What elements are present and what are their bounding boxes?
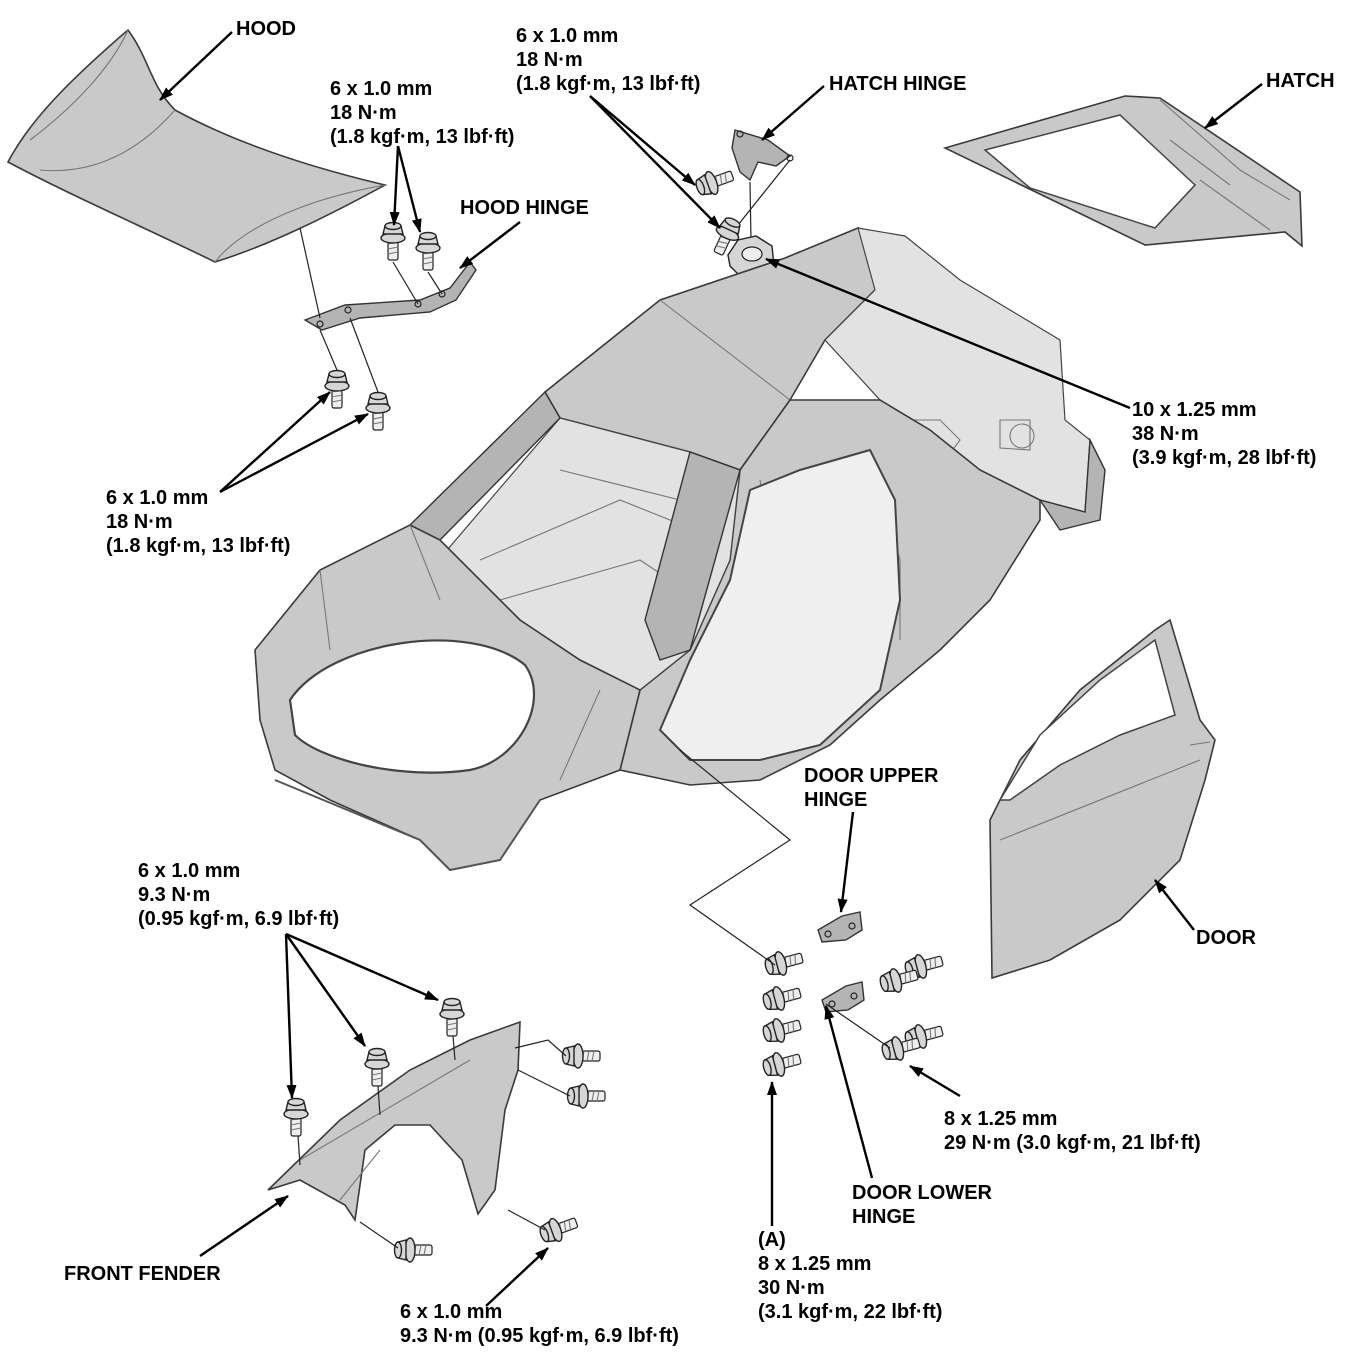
label-line: DOOR LOWER bbox=[852, 1182, 992, 1204]
spec-thread: 8 x 1.25 mm bbox=[758, 1253, 872, 1275]
spec-torque: 9.3 N·m (0.95 kgf·m, 6.9 lbf·ft) bbox=[400, 1325, 679, 1347]
spec-thread: 6 x 1.0 mm bbox=[138, 860, 241, 882]
hood-panel bbox=[6, 28, 388, 263]
door-hinge-bolts bbox=[679, 749, 946, 1081]
door-hinge-bolt-a-spec: (A) 8 x 1.25 mm 30 N·m (3.1 kgf·m, 22 lb… bbox=[758, 1228, 942, 1324]
fender-bolts bbox=[283, 997, 606, 1263]
spec-conversion: (3.9 kgf·m, 28 lbf·ft) bbox=[1132, 447, 1317, 469]
door-hinge-bolt-spec: 8 x 1.25 mm 29 N·m (3.0 kgf·m, 21 lbf·ft… bbox=[944, 1107, 1201, 1155]
label-line: DOOR UPPER bbox=[804, 765, 939, 787]
door-panel bbox=[989, 618, 1216, 980]
spec-conversion: (3.1 kgf·m, 22 lbf·ft) bbox=[758, 1301, 943, 1323]
spec-torque: 18 N·m bbox=[516, 49, 583, 71]
spec-torque: 29 N·m (3.0 kgf·m, 21 lbf·ft) bbox=[944, 1132, 1201, 1154]
fender-bottom-spec: 6 x 1.0 mm 9.3 N·m (0.95 kgf·m, 6.9 lbf·… bbox=[400, 1300, 679, 1348]
hatch-nut-spec: 10 x 1.25 mm 38 N·m (3.9 kgf·m, 28 lbf·f… bbox=[1132, 398, 1316, 470]
hood-label: HOOD bbox=[236, 18, 296, 40]
spec-thread: 8 x 1.25 mm bbox=[944, 1108, 1058, 1130]
door-lower-hinge-part bbox=[821, 981, 865, 1013]
spec-conversion: (0.95 kgf·m, 6.9 lbf·ft) bbox=[138, 908, 340, 930]
hatch-label: HATCH bbox=[1266, 70, 1335, 92]
hood-hinge-part bbox=[303, 260, 477, 331]
spec-torque: 9.3 N·m bbox=[138, 884, 211, 906]
hatch-hinge-label: HATCH HINGE bbox=[829, 73, 967, 95]
spec-thread: 6 x 1.0 mm bbox=[400, 1301, 503, 1323]
spec-thread: 6 x 1.0 mm bbox=[106, 487, 209, 509]
leader-arrows bbox=[159, 31, 1263, 1307]
spec-thread: 10 x 1.25 mm bbox=[1132, 399, 1257, 421]
spec-conversion: (1.8 kgf·m, 13 lbf·ft) bbox=[516, 73, 701, 95]
spec-thread: 6 x 1.0 mm bbox=[516, 25, 619, 47]
front-fender-label: FRONT FENDER bbox=[64, 1263, 221, 1285]
spec-torque: 18 N·m bbox=[330, 102, 397, 124]
hood-hinge-upper-spec: 6 x 1.0 mm 18 N·m (1.8 kgf·m, 13 lbf·ft) bbox=[330, 77, 514, 149]
callout-a: (A) bbox=[758, 1229, 786, 1251]
spec-conversion: (1.8 kgf·m, 13 lbf·ft) bbox=[330, 126, 515, 148]
hood-hinge-label: HOOD HINGE bbox=[460, 197, 589, 219]
door-label: DOOR bbox=[1196, 927, 1256, 949]
front-fender-panel bbox=[267, 1020, 521, 1223]
label-line: HINGE bbox=[804, 789, 868, 811]
hatch-hinge-spec: 6 x 1.0 mm 18 N·m (1.8 kgf·m, 13 lbf·ft) bbox=[516, 24, 700, 96]
fender-top-spec: 6 x 1.0 mm 9.3 N·m (0.95 kgf·m, 6.9 lbf·… bbox=[138, 859, 339, 931]
label-line: HINGE bbox=[852, 1206, 916, 1228]
spec-thread: 6 x 1.0 mm bbox=[330, 78, 433, 100]
spec-torque: 30 N·m bbox=[758, 1277, 825, 1299]
hatch-panel bbox=[942, 95, 1303, 248]
door-lower-hinge-label: DOOR LOWER HINGE bbox=[852, 1181, 992, 1229]
hood-hinge-bolts bbox=[299, 221, 443, 431]
hood-hinge-lower-spec: 6 x 1.0 mm 18 N·m (1.8 kgf·m, 13 lbf·ft) bbox=[106, 486, 290, 558]
spec-torque: 18 N·m bbox=[106, 511, 173, 533]
door-upper-hinge-part bbox=[817, 911, 863, 943]
spec-torque: 38 N·m bbox=[1132, 423, 1199, 445]
spec-conversion: (1.8 kgf·m, 13 lbf·ft) bbox=[106, 535, 291, 557]
body-shell bbox=[254, 227, 1106, 872]
door-upper-hinge-label: DOOR UPPER HINGE bbox=[804, 764, 938, 812]
